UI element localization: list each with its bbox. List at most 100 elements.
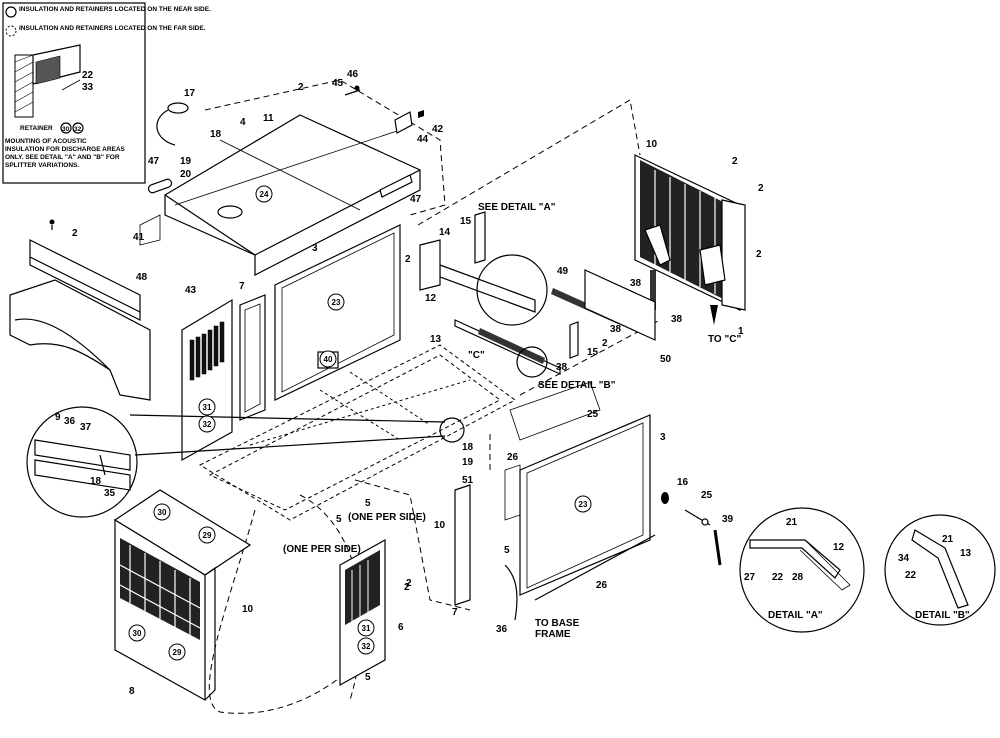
part-callout-42: 42 — [432, 124, 444, 135]
detail-a-callout-28: 28 — [792, 572, 804, 583]
circled-ref-40: 40 — [324, 355, 333, 364]
front-grille-panel — [113, 489, 252, 702]
part-callout-7: 7 — [452, 607, 458, 618]
bottom-trim-26 — [534, 534, 656, 601]
part-callout-2: 2 — [406, 578, 412, 589]
assembly-leader-mid — [519, 319, 661, 396]
inset-callout-35: 35 — [104, 488, 116, 499]
labels: SEE DETAIL "A" SEE DETAIL "B" TO "C" "C"… — [55, 202, 972, 640]
see-detail-b-circle — [516, 346, 548, 378]
inset-callout-37: 37 — [80, 422, 92, 433]
circled-ref-23: 23 — [332, 298, 341, 307]
legend-solid-text: INSULATION AND RETAINERS LOCATED ON THE … — [19, 6, 211, 13]
detail-a-circle — [739, 507, 865, 633]
detail-b-callout-22: 22 — [905, 570, 917, 581]
left-side-panel — [181, 298, 233, 462]
circled-ref-ring — [198, 526, 216, 544]
part-callout-38: 38 — [630, 278, 642, 289]
circled-ref-23: 23 — [579, 500, 588, 509]
part-callout-2: 2 — [72, 228, 78, 239]
legend-callout-22: 22 — [82, 70, 94, 81]
vertical-strip-upper-inner — [244, 303, 261, 413]
circled-ref-29: 29 — [173, 648, 182, 657]
part-callout-2: 2 — [405, 254, 411, 265]
part-callout-10: 10 — [646, 139, 658, 150]
right-grille — [634, 154, 746, 325]
part-callout-12: 12 — [425, 293, 437, 304]
part-callout-15: 15 — [587, 347, 599, 358]
detail-b-callout-34: 34 — [898, 553, 910, 564]
top-cover — [164, 114, 421, 276]
inset-callout-36: 36 — [64, 416, 76, 427]
circled-ref-31: 31 — [362, 624, 371, 633]
part-callout-51: 51 — [462, 475, 474, 486]
part-callout-19: 19 — [462, 457, 474, 468]
circled-ref-30: 30 — [158, 508, 167, 517]
part-callout-10: 10 — [242, 604, 254, 615]
latch-hardware — [661, 492, 722, 566]
top-small-parts — [49, 85, 424, 246]
circled-ref-ring — [153, 503, 171, 521]
part-callout-15: 15 — [460, 216, 472, 227]
part-callout-50: 50 — [660, 354, 672, 365]
circled-ref-ring — [574, 495, 592, 513]
part-callout-38: 38 — [556, 362, 568, 373]
circled-ref-ring — [168, 643, 186, 661]
see-detail-b-label: SEE DETAIL "B" — [538, 380, 616, 391]
circled-ref-ring — [357, 637, 375, 655]
cable-36 — [504, 564, 518, 621]
circled-ref-ring — [319, 350, 337, 368]
circled-ref-31: 31 — [203, 403, 212, 412]
part-callout-44: 44 — [417, 134, 429, 145]
part-callout-25: 25 — [587, 409, 599, 420]
part-callout-2: 2 — [404, 582, 410, 593]
detail-a-callout-22: 22 — [772, 572, 784, 583]
legend-mounting-note: MOUNTING OF ACOUSTIC INSULATION FOR DISC… — [5, 138, 125, 169]
part-callout-25: 25 — [701, 490, 713, 501]
circled-ref-ring — [327, 293, 345, 311]
part-callout-19: 19 — [180, 156, 192, 167]
to-base-frame-label: TO BASE FRAME — [535, 618, 580, 640]
one-per-side-left: (ONE PER SIDE) — [283, 544, 361, 555]
see-detail-a-label: SEE DETAIL "A" — [478, 202, 556, 213]
detail-b-callout-13: 13 — [960, 548, 972, 559]
detail-b-circle — [884, 514, 996, 626]
legend-dashed-text: INSULATION AND RETAINERS LOCATED ON THE … — [19, 25, 206, 32]
part-callout-5: 5 — [365, 498, 371, 509]
inset-leader-top — [129, 414, 446, 423]
panel-49 — [584, 269, 656, 341]
part-callout-45: 45 — [332, 78, 344, 89]
circled-ref-ring — [198, 398, 216, 416]
part-callout-49: 49 — [557, 266, 569, 277]
part-callout-5: 5 — [504, 545, 510, 556]
vertical-strip-lower — [454, 484, 471, 606]
vertical-strip-upper — [239, 294, 266, 421]
hardware-strip-25 — [509, 381, 601, 441]
part-callout-36: 36 — [496, 624, 508, 635]
circled-ref-29: 29 — [203, 531, 212, 540]
legend-retainer-label: RETAINER — [20, 125, 53, 132]
inset-origin-circle — [439, 417, 465, 443]
left-inset-detail — [26, 406, 138, 518]
part-callout-2: 2 — [602, 338, 608, 349]
detail-b-callout-21: 21 — [942, 534, 954, 545]
part-callout-8: 8 — [129, 686, 135, 697]
detail-a-callout-21: 21 — [786, 517, 798, 528]
circled-ref-ring — [255, 185, 273, 203]
top-cover-outline — [204, 79, 446, 216]
to-c-label: TO "C" — [708, 334, 741, 345]
part-callout-7: 7 — [239, 281, 245, 292]
part-callout-13: 13 — [430, 334, 442, 345]
part-callout-10: 10 — [434, 520, 446, 531]
assembly-leader-top — [417, 99, 641, 226]
part-callout-3: 3 — [660, 432, 666, 443]
left-bracket — [9, 239, 151, 401]
one-per-side-right: (ONE PER SIDE) — [348, 512, 426, 523]
part-callout-2: 2 — [298, 82, 304, 93]
part-callout-2: 2 — [732, 156, 738, 167]
part-callout-18: 18 — [462, 442, 474, 453]
detail-a-title: DETAIL "A" — [768, 610, 823, 621]
legend-ref-30: 30 — [62, 126, 70, 133]
